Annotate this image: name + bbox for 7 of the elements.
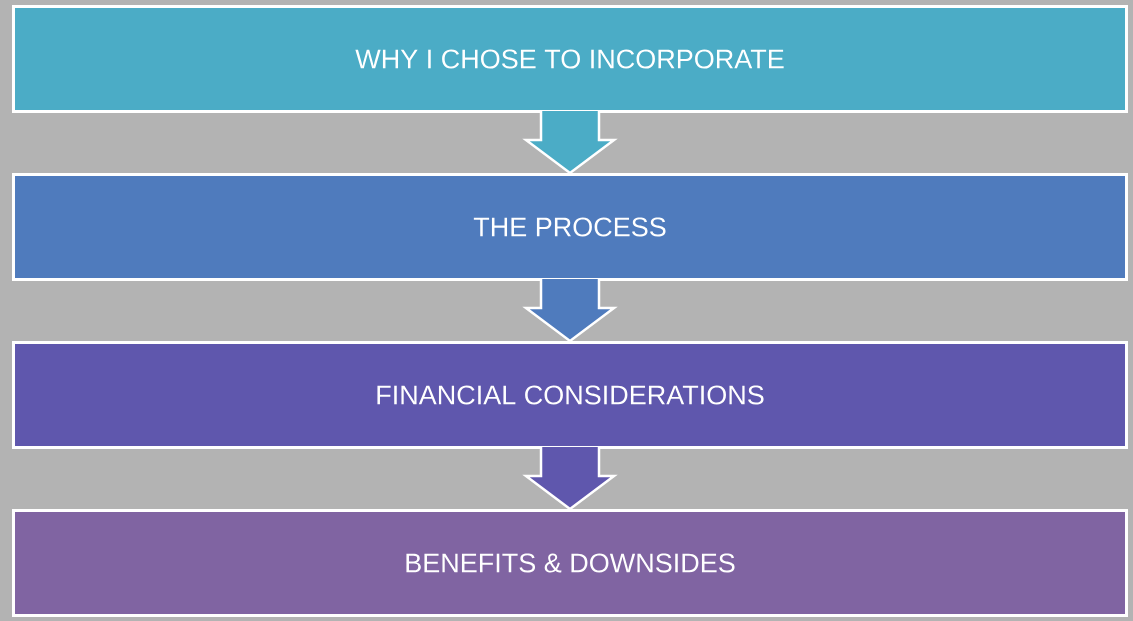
process-box: FINANCIAL CONSIDERATIONS (12, 341, 1128, 449)
process-box: WHY I CHOSE TO INCORPORATE (12, 5, 1128, 113)
block-arrow (522, 445, 618, 511)
block-arrow (522, 277, 618, 343)
process-box: BENEFITS & DOWNSIDES (12, 509, 1128, 617)
block-arrow (522, 109, 618, 175)
process-box: THE PROCESS (12, 173, 1128, 281)
